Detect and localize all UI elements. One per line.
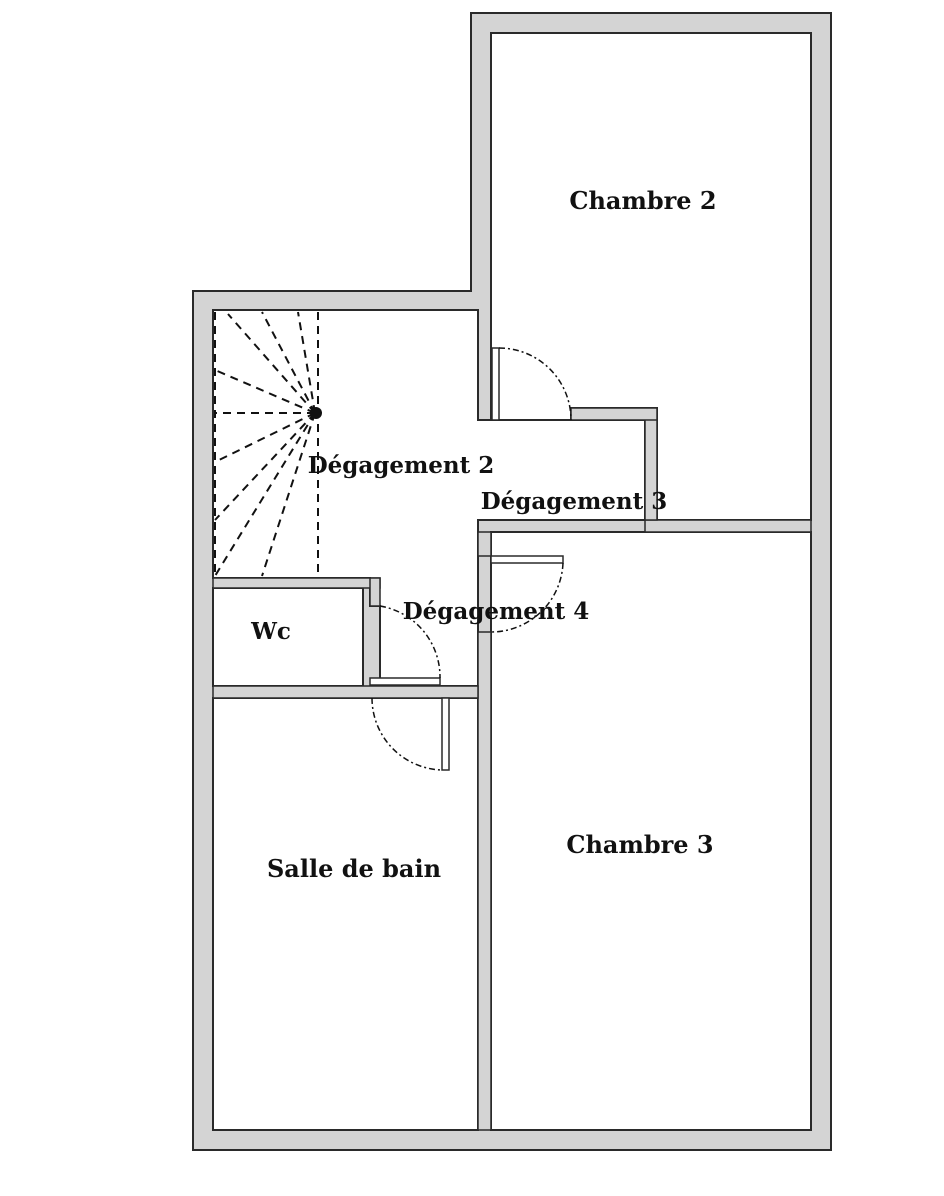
stair-step (214, 412, 316, 521)
stair-step (214, 412, 316, 577)
label-wc: Wc (250, 618, 291, 645)
stair-newel (310, 407, 322, 419)
partition-wc-right (369, 577, 381, 607)
room-labels: Chambre 2 Dégagement 2 Dégagement 3 Déga… (250, 186, 717, 883)
doors (369, 347, 572, 771)
stair-step (297, 311, 316, 414)
stair-step (261, 311, 316, 414)
partition-sdb-ch3 (477, 631, 492, 1131)
label-degagement-2: Dégagement 2 (308, 452, 495, 479)
partition-ch3-door-stub (477, 531, 492, 557)
door-sdb-leaf (441, 697, 450, 771)
stair-step (214, 412, 316, 463)
label-chambre-3: Chambre 3 (566, 830, 713, 859)
salle-de-bain-floor (212, 697, 479, 1131)
door-chambre-2-swing (498, 347, 572, 421)
door-chambre-2-leaf (491, 347, 500, 421)
room-floors (212, 32, 812, 1131)
door-wc-swing (379, 605, 441, 679)
stair-step (214, 369, 316, 414)
door-chambre-3-leaf (490, 555, 564, 564)
partition-ch2-deg3 (644, 519, 812, 533)
partition-stair-wc (212, 577, 381, 589)
label-chambre-2: Chambre 2 (569, 186, 716, 215)
interior-partitions (212, 407, 812, 1131)
stair-step (227, 313, 316, 414)
partition-deg3-top (570, 407, 658, 421)
label-degagement-3: Dégagement 3 (481, 488, 668, 515)
label-degagement-4: Dégagement 4 (403, 598, 590, 625)
stair-step (261, 412, 316, 577)
staircase (214, 311, 319, 577)
label-salle-de-bain: Salle de bain (267, 854, 441, 883)
door-wc-leaf (369, 677, 441, 686)
partition-wc-sdb (212, 685, 479, 699)
